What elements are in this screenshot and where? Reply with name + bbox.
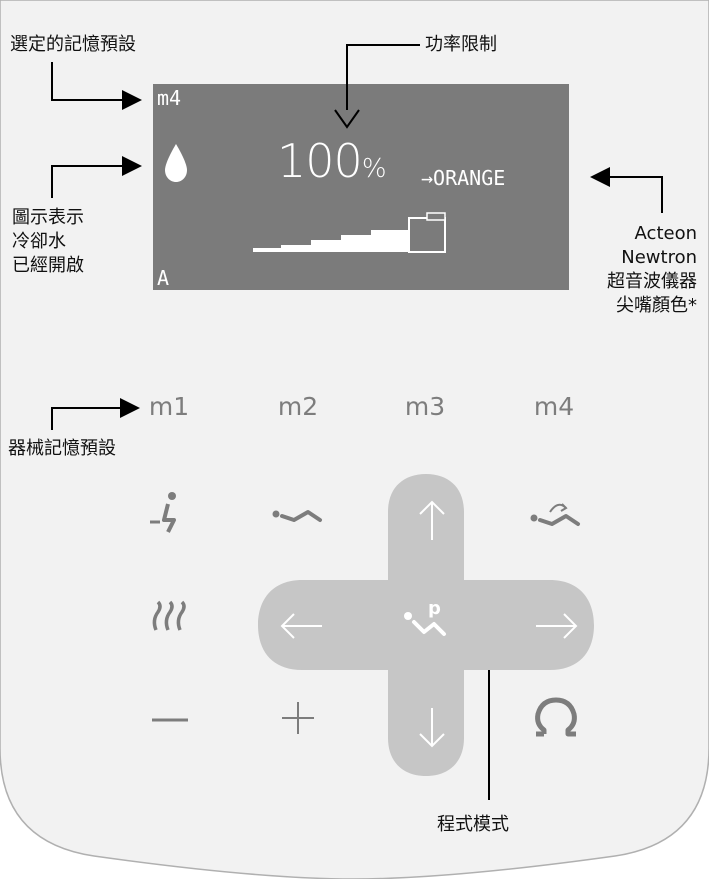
- heating-button[interactable]: [148, 600, 192, 636]
- label-selected-memory-preset: 選定的記憶預設: [10, 34, 136, 55]
- screen-mode-indicator: A: [157, 266, 170, 290]
- chair-return-icon: [530, 503, 580, 526]
- memory-button-m3[interactable]: m3: [404, 392, 446, 421]
- memory-button-m2[interactable]: m2: [277, 392, 319, 421]
- minus-icon: [152, 718, 188, 722]
- heating-icon: [152, 600, 186, 631]
- right-arrow-button[interactable]: [532, 606, 580, 646]
- program-chair-icon: p: [404, 598, 446, 636]
- label-machine-memory-presets: 器械記憶預設: [8, 438, 116, 459]
- plus-icon: [282, 702, 314, 734]
- program-badge: p: [428, 598, 441, 619]
- up-arrow-button[interactable]: [412, 496, 452, 546]
- chair-upright-icon: [150, 492, 176, 533]
- chair-upright-button[interactable]: [146, 490, 190, 536]
- chair-recline-icon: [272, 510, 322, 522]
- label-program-mode: 程式模式: [437, 814, 509, 835]
- rinse-button[interactable]: [532, 696, 580, 740]
- omega-icon: [535, 697, 577, 737]
- power-level-bar: [253, 212, 446, 253]
- chair-recline-button[interactable]: [270, 500, 326, 530]
- memory-button-m1[interactable]: m1: [148, 392, 190, 421]
- navigation-cross-pad: [258, 474, 594, 776]
- power-limit-value: 100%: [277, 134, 387, 188]
- screen-memory-indicator: m4: [157, 86, 182, 110]
- water-drop-icon: [165, 144, 187, 182]
- chair-return-button[interactable]: [528, 494, 584, 534]
- program-mode-button[interactable]: p: [398, 594, 454, 646]
- memory-button-m4[interactable]: m4: [533, 392, 575, 421]
- down-arrow-button[interactable]: [412, 702, 452, 752]
- left-arrow-button[interactable]: [278, 606, 326, 646]
- label-power-limit: 功率限制: [425, 34, 497, 55]
- label-coolant-icon: 圖示表示 冷卻水 已經開啟: [12, 207, 84, 276]
- plus-button[interactable]: [278, 696, 318, 736]
- tip-color-readout: →ORANGE: [421, 166, 506, 190]
- minus-button[interactable]: [150, 704, 190, 734]
- label-tip-color: Acteon Newtron 超音波儀器 尖嘴顏色*: [607, 223, 697, 316]
- display-screen: m4 100% →ORANGE A: [153, 84, 569, 290]
